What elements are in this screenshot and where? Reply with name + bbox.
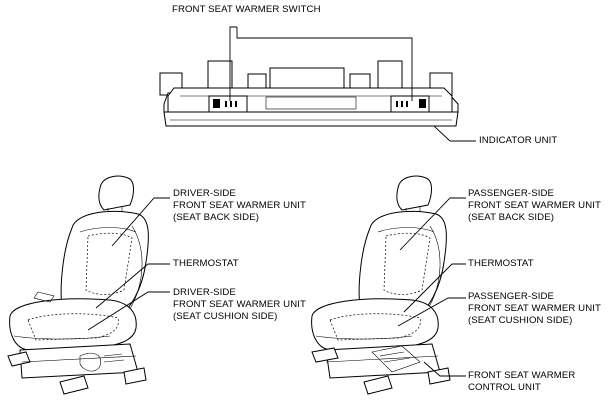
- label-driver-seat-back-unit: DRIVER-SIDE FRONT SEAT WARMER UNIT (SEAT…: [173, 188, 306, 224]
- label-line: (SEAT CUSHION SIDE): [468, 315, 573, 326]
- label-line: FRONT SEAT WARMER UNIT: [173, 299, 306, 310]
- label-line: FRONT SEAT WARMER UNIT: [468, 303, 601, 314]
- label-line: (SEAT BACK SIDE): [173, 212, 260, 223]
- label-line: FRONT SEAT WARMER: [468, 370, 576, 381]
- label-passenger-seat-cushion-unit: PASSENGER-SIDE FRONT SEAT WARMER UNIT (S…: [468, 291, 601, 327]
- label-line: DRIVER-SIDE: [173, 287, 236, 298]
- label-seat-warmer-control-unit: FRONT SEAT WARMER CONTROL UNIT: [468, 370, 575, 394]
- label-passenger-thermostat: THERMOSTAT: [468, 258, 534, 270]
- label-indicator-unit: INDICATOR UNIT: [479, 135, 557, 147]
- label-driver-seat-cushion-unit: DRIVER-SIDE FRONT SEAT WARMER UNIT (SEAT…: [173, 287, 306, 323]
- label-passenger-seat-back-unit: PASSENGER-SIDE FRONT SEAT WARMER UNIT (S…: [468, 188, 601, 224]
- label-line: FRONT SEAT WARMER SWITCH: [172, 4, 321, 15]
- label-line: FRONT SEAT WARMER UNIT: [173, 200, 306, 211]
- label-driver-thermostat: THERMOSTAT: [173, 258, 239, 270]
- label-line: (SEAT CUSHION SIDE): [173, 311, 278, 322]
- label-line: FRONT SEAT WARMER UNIT: [468, 200, 601, 211]
- passenger-seat-drawing: [311, 175, 451, 395]
- label-line: (SEAT BACK SIDE): [468, 212, 555, 223]
- label-line: PASSENGER-SIDE: [468, 291, 554, 302]
- label-line: THERMOSTAT: [173, 258, 239, 269]
- label-line: PASSENGER-SIDE: [468, 188, 554, 199]
- label-line: CONTROL UNIT: [468, 382, 541, 393]
- label-line: THERMOSTAT: [468, 258, 534, 269]
- indicator-unit-drawing: [159, 60, 459, 127]
- label-line: DRIVER-SIDE: [173, 188, 236, 199]
- label-line: INDICATOR UNIT: [479, 135, 558, 146]
- label-front-seat-warmer-switch: FRONT SEAT WARMER SWITCH: [172, 4, 321, 16]
- driver-seat-drawing: [7, 175, 149, 395]
